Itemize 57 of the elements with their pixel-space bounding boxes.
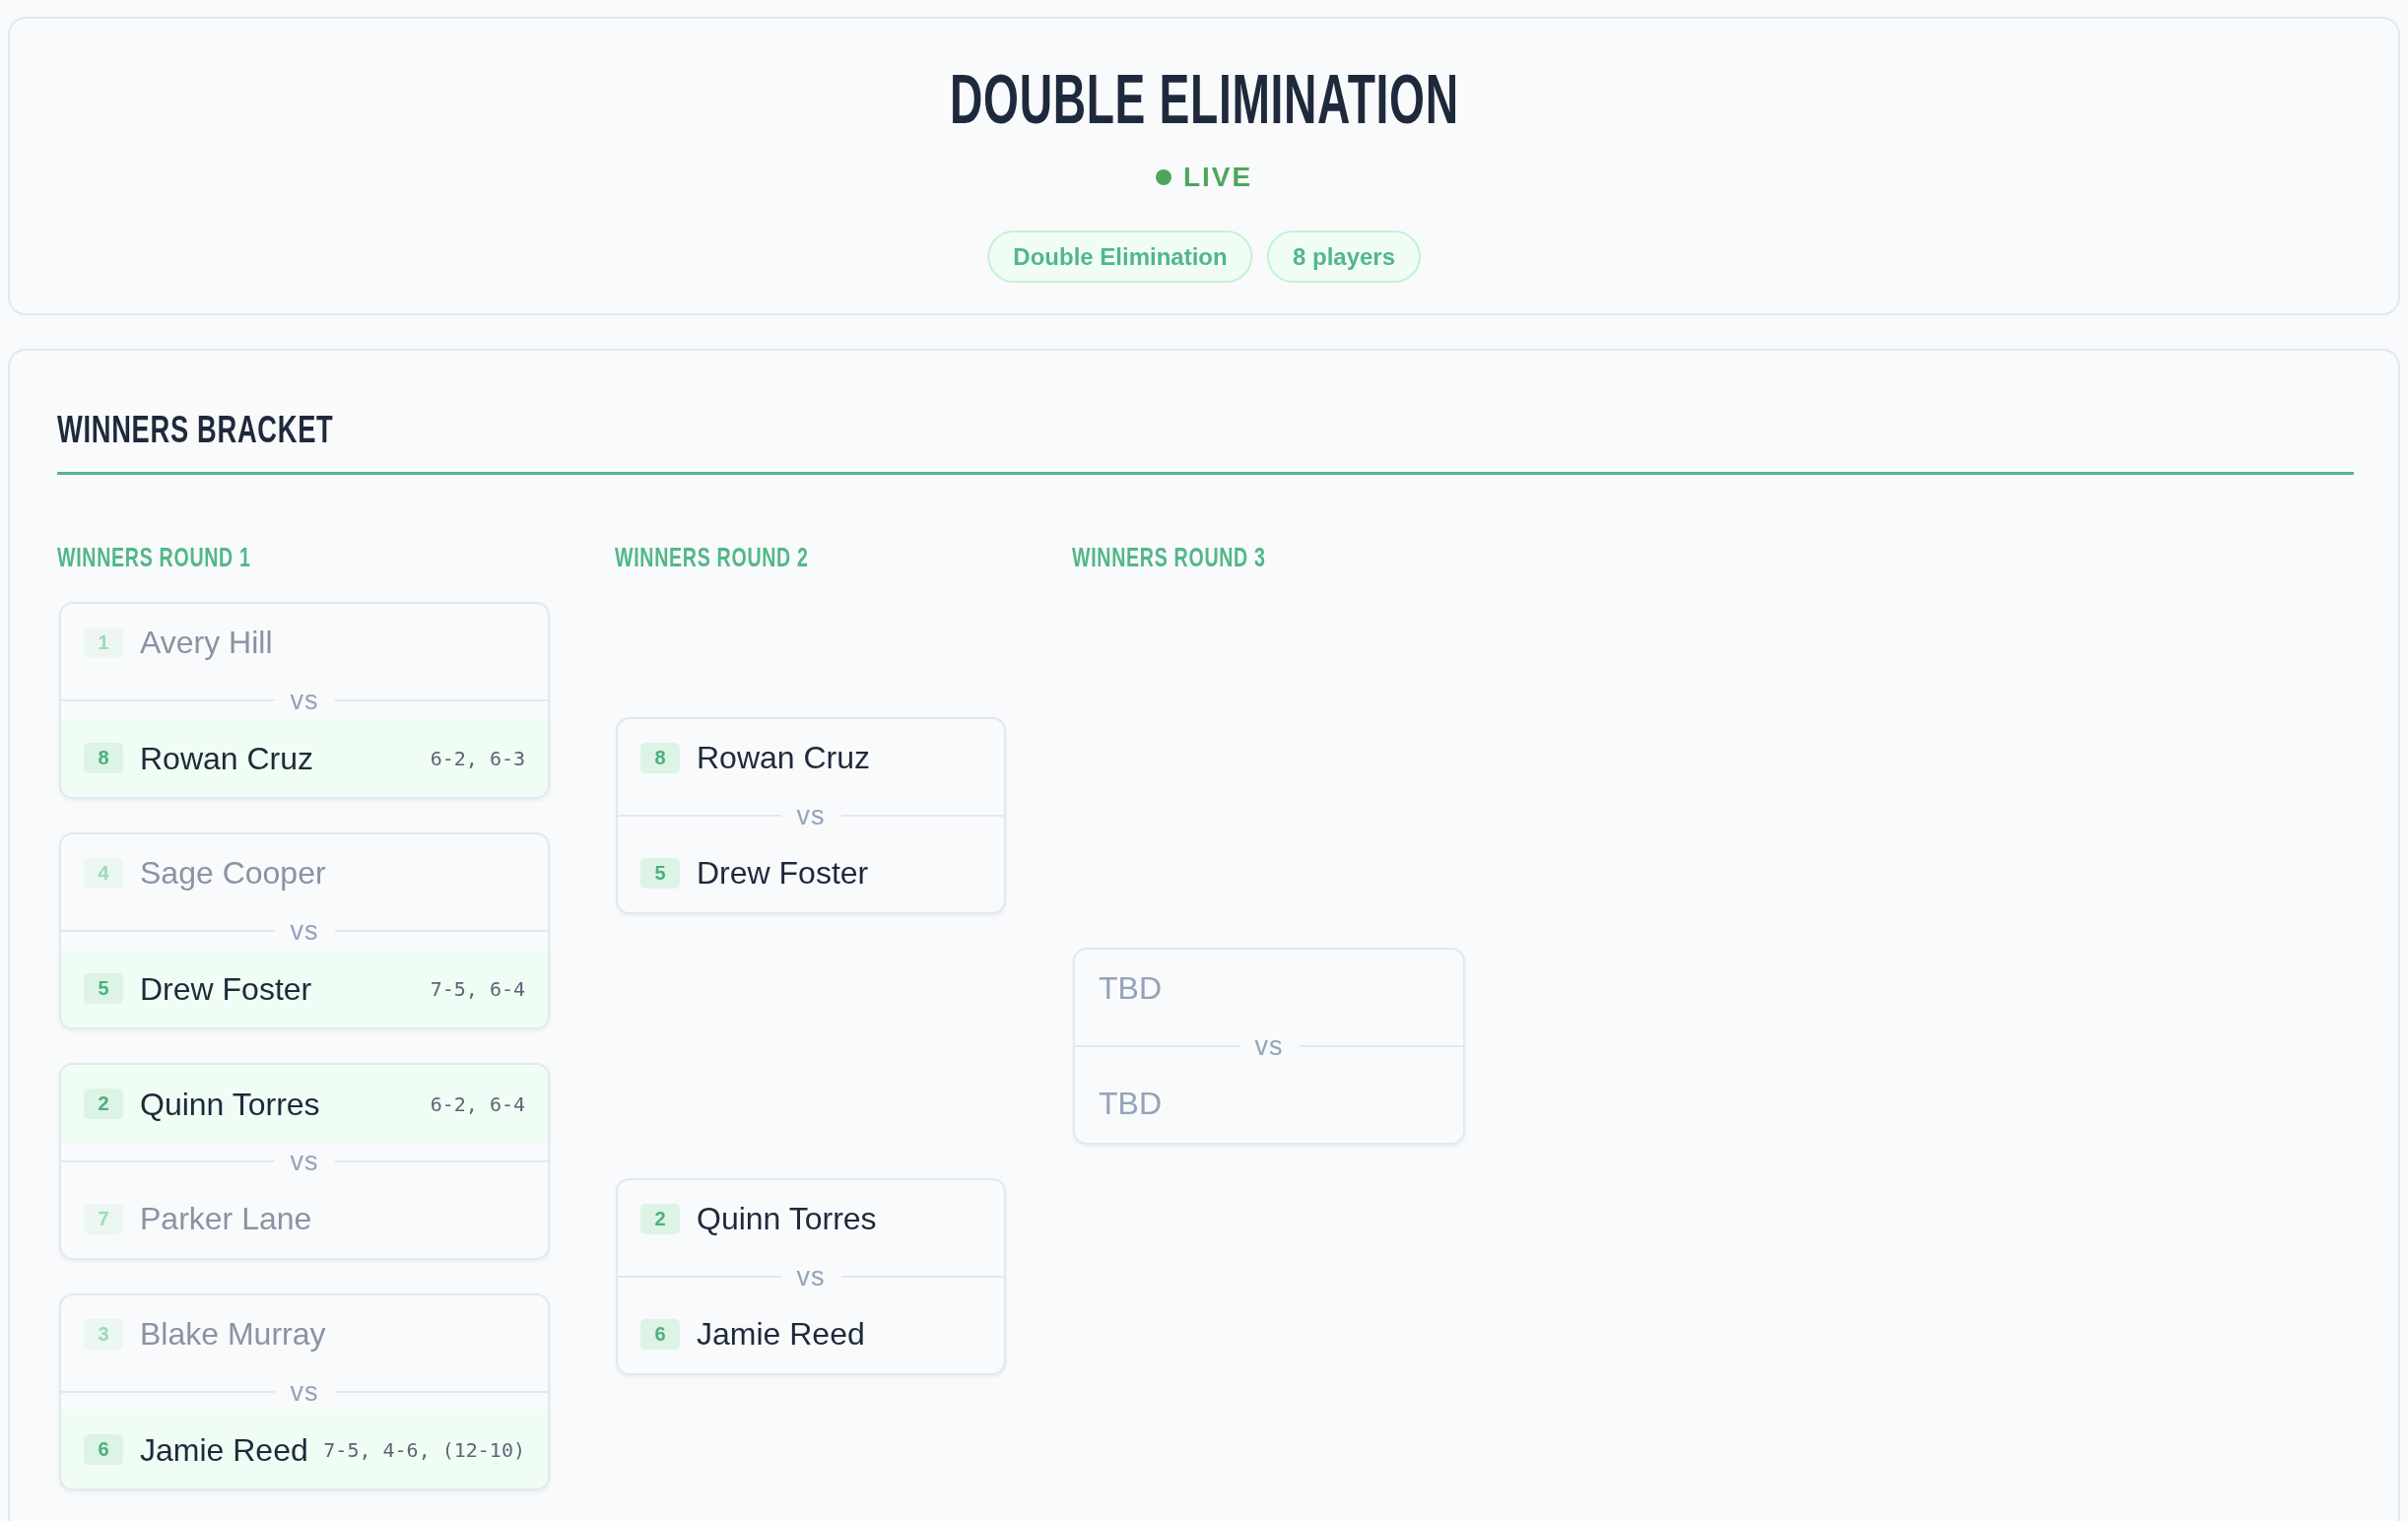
- match-card: [59, 832, 550, 1029]
- seed-badge: 1: [84, 627, 123, 658]
- match-card: [59, 602, 550, 799]
- player-name: Drew Foster: [140, 969, 312, 1008]
- seed-badge: 6: [84, 1434, 123, 1465]
- info-tag: Double Elimination: [987, 231, 1253, 283]
- vs-label: vs: [1254, 1030, 1284, 1062]
- seed-badge: 4: [84, 857, 123, 889]
- seed-badge: 2: [640, 1203, 680, 1234]
- section-heading: WINNERS BRACKET: [57, 410, 334, 448]
- status-label: LIVE: [1182, 162, 1253, 193]
- player-name: Rowan Cruz: [140, 739, 314, 777]
- vs-label: vs: [290, 1146, 319, 1177]
- winner-row: [61, 1065, 548, 1144]
- winner-row: [61, 1411, 548, 1488]
- player-name: Drew Foster: [697, 854, 869, 892]
- match-score: 7-5, 6-4: [430, 976, 525, 1001]
- seed-badge: 8: [640, 742, 680, 773]
- player-name: TBD: [1099, 969, 1162, 1007]
- seed-badge: 2: [84, 1089, 123, 1119]
- player-name: Quinn Torres: [697, 1200, 877, 1237]
- match-card: [616, 1178, 1006, 1375]
- match-score: 6-2, 6-3: [430, 746, 525, 770]
- seed-badge: 6: [640, 1318, 680, 1350]
- player-name: Blake Murray: [140, 1315, 326, 1353]
- player-name: Sage Cooper: [140, 854, 326, 892]
- match-card: [59, 1293, 550, 1490]
- info-tag: 8 players: [1266, 231, 1422, 283]
- round-heading: WINNERS ROUND 2: [615, 544, 809, 571]
- round-heading: WINNERS ROUND 1: [57, 544, 251, 571]
- player-name: TBD: [1099, 1085, 1162, 1122]
- seed-badge: 5: [640, 857, 680, 889]
- seed-badge: 5: [84, 973, 123, 1004]
- winner-row: [61, 950, 548, 1027]
- seed-badge: 3: [84, 1318, 123, 1350]
- vs-label: vs: [796, 1261, 826, 1292]
- match-score: 7-5, 4-6, (12-10): [323, 1437, 525, 1462]
- match-score: 6-2, 6-4: [430, 1092, 525, 1116]
- player-name: Parker Lane: [140, 1200, 312, 1237]
- vs-label: vs: [796, 800, 826, 831]
- player-name: Avery Hill: [140, 624, 273, 661]
- vs-label: vs: [290, 685, 319, 716]
- page-title: DOUBLE ELIMINATION: [949, 60, 1459, 139]
- vs-label: vs: [290, 915, 319, 947]
- bracket-panel: [8, 349, 2400, 1521]
- player-name: Rowan Cruz: [697, 739, 871, 776]
- winner-row: [61, 719, 548, 797]
- vs-label: vs: [290, 1376, 319, 1408]
- header-panel: [8, 17, 2400, 315]
- round-heading: WINNERS ROUND 3: [1072, 544, 1266, 571]
- player-name: Jamie Reed: [697, 1315, 865, 1353]
- seed-badge: 8: [84, 743, 123, 773]
- player-name: Jamie Reed: [140, 1430, 308, 1469]
- match-card: [616, 717, 1006, 914]
- seed-badge: 7: [84, 1203, 123, 1234]
- match-card: [59, 1063, 550, 1260]
- player-name: Quinn Torres: [140, 1086, 320, 1123]
